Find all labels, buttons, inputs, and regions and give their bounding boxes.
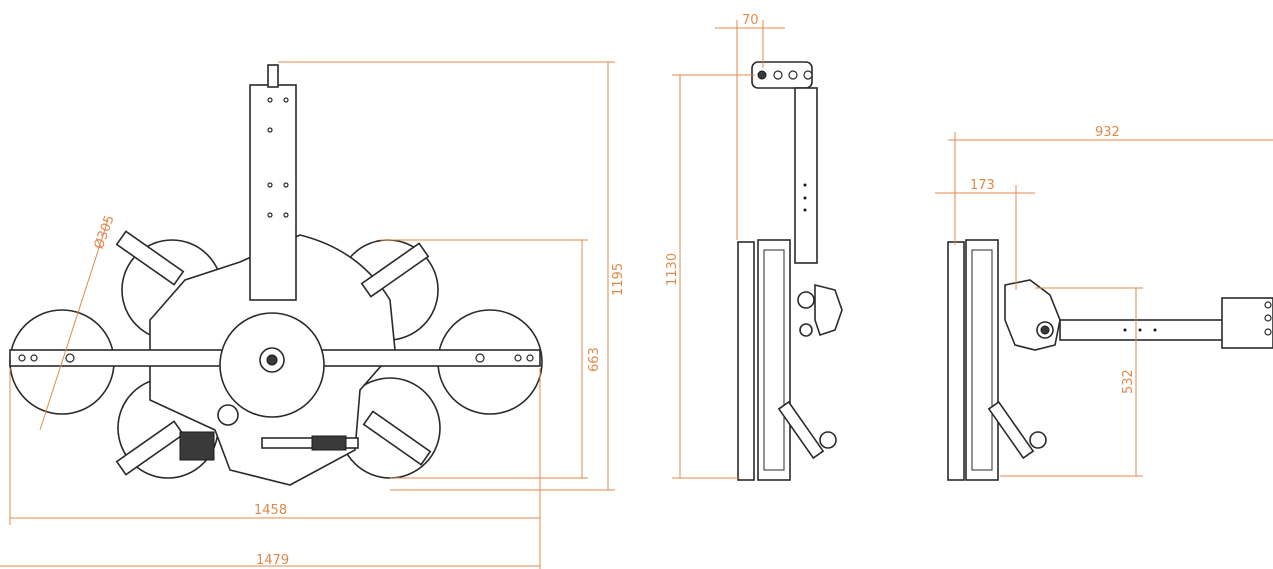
ext-horizontal-arm bbox=[1059, 319, 1226, 341]
beam-hole bbox=[18, 354, 26, 362]
mast-hole bbox=[267, 127, 273, 133]
beam-hole bbox=[65, 353, 75, 363]
side-pivot bbox=[797, 291, 815, 309]
mast-hole bbox=[283, 212, 289, 218]
dim-label-663: 663 bbox=[587, 347, 602, 372]
mast-top-tab bbox=[267, 64, 279, 88]
rotation-hub-center bbox=[266, 354, 278, 366]
side-pad bbox=[737, 241, 755, 481]
dim-label-1195: 1195 bbox=[611, 263, 626, 296]
mast-hole bbox=[267, 182, 273, 188]
side-handle bbox=[777, 400, 825, 460]
side-view bbox=[737, 61, 843, 481]
side-mast bbox=[794, 87, 818, 264]
side-view-dimensions: 70 1130 bbox=[665, 13, 785, 479]
bracket-hole bbox=[773, 70, 783, 80]
dim-label-532: 532 bbox=[1121, 369, 1136, 394]
control-handle bbox=[261, 437, 359, 449]
dim-label-1458: 1458 bbox=[254, 503, 287, 518]
mast-hole bbox=[267, 212, 273, 218]
beam-hole bbox=[30, 354, 38, 362]
beam-hole bbox=[514, 354, 522, 362]
ext-end-bracket bbox=[1221, 297, 1273, 349]
bracket-hole bbox=[757, 70, 767, 80]
bracket-hole bbox=[803, 70, 813, 80]
side-pivot-lower bbox=[799, 323, 813, 337]
mast-hole bbox=[283, 97, 289, 103]
front-view bbox=[9, 64, 543, 486]
ext-handle-end bbox=[1029, 431, 1047, 449]
side-handle-end bbox=[819, 431, 837, 449]
dim-line-diameter bbox=[39, 219, 109, 431]
front-view-dimensions: Ø305 1195 663 1458 1479 bbox=[0, 61, 626, 569]
beam-hole bbox=[475, 353, 485, 363]
dim-label-diameter: Ø305 bbox=[92, 213, 118, 251]
bracket-hole bbox=[788, 70, 798, 80]
side-frame bbox=[757, 239, 791, 481]
mast-hole bbox=[267, 97, 273, 103]
vertical-mast bbox=[249, 84, 297, 301]
beam-hole bbox=[526, 354, 534, 362]
handle-grip bbox=[311, 435, 347, 451]
ext-cam-plate bbox=[1004, 279, 1061, 351]
valve-block bbox=[179, 431, 215, 461]
dim-label-173: 173 bbox=[970, 178, 995, 193]
vacuum-gauge bbox=[217, 404, 239, 426]
ext-frame bbox=[965, 239, 999, 481]
dim-label-1130: 1130 bbox=[665, 253, 680, 286]
ext-pad bbox=[947, 241, 965, 481]
extended-view bbox=[947, 239, 1273, 481]
ext-handle bbox=[987, 400, 1035, 460]
dim-label-932: 932 bbox=[1095, 125, 1120, 140]
ext-pivot-center bbox=[1040, 325, 1050, 335]
extended-view-dimensions: 932 173 532 bbox=[935, 125, 1273, 477]
mast-hole bbox=[283, 182, 289, 188]
dim-label-1479: 1479 bbox=[256, 553, 289, 568]
diagonal-brackets bbox=[115, 230, 432, 476]
side-cam bbox=[814, 283, 843, 337]
dim-label-70: 70 bbox=[742, 13, 759, 28]
